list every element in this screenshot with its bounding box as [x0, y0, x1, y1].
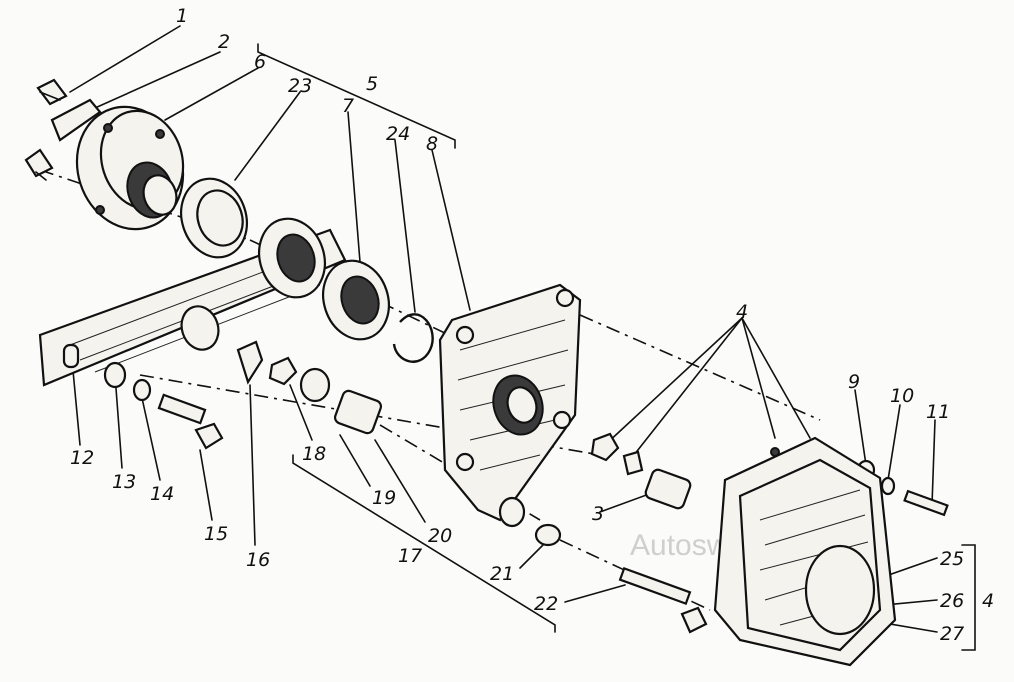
- label-6: 6: [254, 51, 266, 73]
- label-11: 11: [926, 401, 950, 423]
- part-15-bolt: [157, 393, 207, 425]
- part-8-plate: [438, 283, 582, 528]
- part-1-screw: [36, 78, 68, 106]
- group-brackets: [257, 43, 976, 651]
- label-7: 7: [342, 95, 354, 117]
- part-2-lock-plate: [24, 98, 102, 181]
- labels: 1 2 6 23 5 7 24 8 4 9 10 11 12 13 14 15 …: [70, 5, 994, 645]
- label-27: 27: [940, 623, 964, 645]
- part-24-snap-ring: [392, 313, 434, 363]
- label-22: 22: [534, 593, 558, 615]
- label-23: 23: [288, 75, 312, 97]
- label-5: 5: [366, 73, 378, 95]
- label-15: 15: [204, 523, 228, 545]
- part-16-tab-washer: [236, 340, 264, 385]
- part-19-spacer: [299, 367, 331, 403]
- part-14-washer: [132, 378, 152, 402]
- part-13-washer: [103, 361, 127, 389]
- small-parts-left: [103, 305, 383, 450]
- small-parts-right: [534, 432, 949, 634]
- label-19: 19: [372, 487, 396, 509]
- leader-lines: [69, 25, 938, 633]
- part-4-nut: [590, 432, 620, 462]
- label-4-right: 4: [982, 590, 994, 612]
- label-9: 9: [848, 371, 860, 393]
- label-2: 2: [218, 31, 230, 53]
- label-20: 20: [428, 525, 452, 547]
- label-1: 1: [176, 5, 188, 27]
- label-26: 26: [940, 590, 964, 612]
- label-10: 10: [890, 385, 914, 407]
- part-22-bolt-head: [680, 606, 708, 634]
- part-4-pump-housing: [713, 436, 897, 667]
- label-13: 13: [112, 471, 136, 493]
- part-20-sleeve: [333, 389, 383, 435]
- part-21-washer: [534, 523, 562, 547]
- part-11-bolt: [903, 489, 949, 517]
- part-7-bearing: [258, 217, 390, 341]
- part-22-bolt: [618, 566, 692, 606]
- label-12: 12: [70, 447, 94, 469]
- part-6-flange: [75, 105, 185, 231]
- label-8: 8: [426, 133, 438, 155]
- part-4-washer: [622, 450, 644, 476]
- part-23-seal: [180, 177, 248, 259]
- label-16: 16: [246, 549, 270, 571]
- label-3: 3: [592, 503, 604, 525]
- label-17: 17: [398, 545, 422, 567]
- part-3-bushing: [644, 468, 692, 510]
- label-25: 25: [940, 548, 964, 570]
- label-14: 14: [150, 483, 174, 505]
- label-21: 21: [490, 563, 514, 585]
- part-18-nut: [268, 356, 298, 386]
- part-12-bushing: [180, 305, 220, 351]
- part-10-washer: [880, 476, 896, 496]
- label-24: 24: [386, 123, 410, 145]
- part-15-bolt-head: [194, 422, 224, 450]
- label-4-top: 4: [736, 301, 748, 323]
- label-18: 18: [302, 443, 326, 465]
